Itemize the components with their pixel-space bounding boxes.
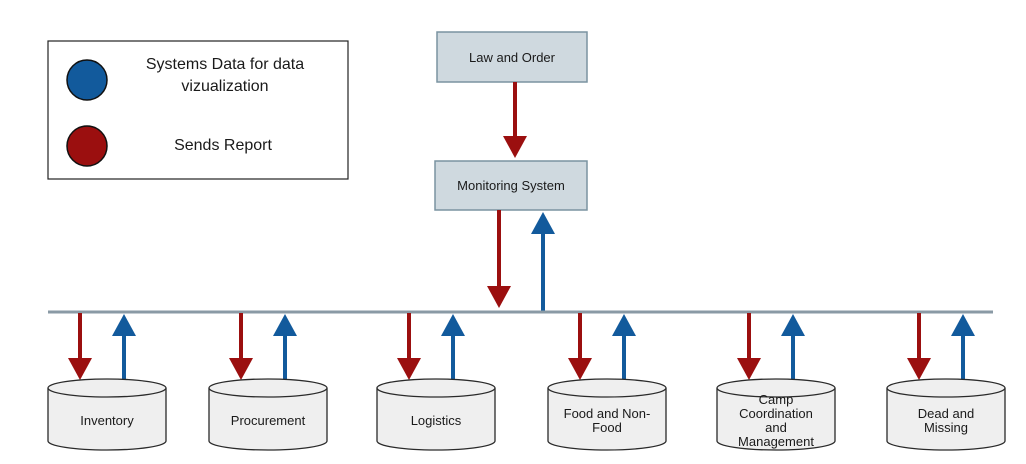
data-arrow-monitoring-to-bus — [531, 212, 555, 312]
legend-red-circle-icon — [66, 125, 108, 167]
database-label: Camp — [759, 392, 794, 407]
database-cylinder-icon — [47, 388, 167, 451]
database-node: Logistics — [376, 313, 496, 451]
database-layer: Inventory Procurement Logistics Food and No… — [47, 313, 1006, 451]
database-cylinder-icon — [886, 388, 1006, 451]
data-arrow-up — [441, 314, 465, 380]
report-arrow-down — [568, 313, 592, 380]
monitoring-system-box — [434, 160, 588, 211]
database-cylinder-icon — [376, 388, 496, 451]
law-and-order-box — [436, 31, 588, 83]
database-top — [886, 378, 1006, 398]
report-arrow-law-to-monitoring — [503, 82, 527, 158]
data-arrow-up — [781, 314, 805, 380]
report-arrow-bus-to-monitoring — [487, 210, 511, 308]
database-label: Coordination — [739, 406, 813, 421]
legend: Systems Data for data vizualization Send… — [47, 40, 349, 180]
data-arrow-up — [951, 314, 975, 380]
database-node: Food and Non-Food — [547, 313, 667, 451]
database-top — [208, 378, 328, 398]
law-and-order-node: Law and Order — [436, 31, 588, 83]
database-label: Food — [592, 420, 622, 435]
legend-blue-label-line1: Systems Data for data — [146, 56, 304, 73]
database-label: and — [765, 420, 787, 435]
law-and-order-label: Law and Order — [469, 50, 556, 65]
database-label: Inventory — [80, 413, 134, 428]
data-arrow-up — [612, 314, 636, 380]
report-arrow-down — [229, 313, 253, 380]
report-arrow-down — [68, 313, 92, 380]
database-label: Management — [738, 434, 814, 449]
legend-blue-circle-icon — [66, 59, 108, 101]
monitoring-system-node: Monitoring System — [434, 160, 588, 211]
database-label: Missing — [924, 420, 968, 435]
database-top — [547, 378, 667, 398]
database-label: Logistics — [411, 413, 462, 428]
database-cylinder-icon — [208, 388, 328, 451]
database-top — [716, 378, 836, 398]
report-arrow-down — [737, 313, 761, 380]
report-arrow-down — [907, 313, 931, 380]
data-arrow-up — [273, 314, 297, 380]
monitoring-system-label: Monitoring System — [457, 178, 565, 193]
data-arrow-up — [112, 314, 136, 380]
legend-red-label: Sends Report — [174, 137, 272, 154]
legend-blue-label-line2: vizualization — [181, 78, 268, 95]
database-node: Inventory — [47, 313, 167, 451]
database-cylinder-icon — [547, 388, 667, 451]
database-label: Dead and — [918, 406, 974, 421]
report-arrow-down — [397, 313, 421, 380]
database-cylinder-icon — [716, 388, 836, 451]
database-node: Procurement — [208, 313, 328, 451]
database-label: Procurement — [231, 413, 306, 428]
database-top — [376, 378, 496, 398]
database-label: Food and Non- — [564, 406, 651, 421]
database-top — [47, 378, 167, 398]
